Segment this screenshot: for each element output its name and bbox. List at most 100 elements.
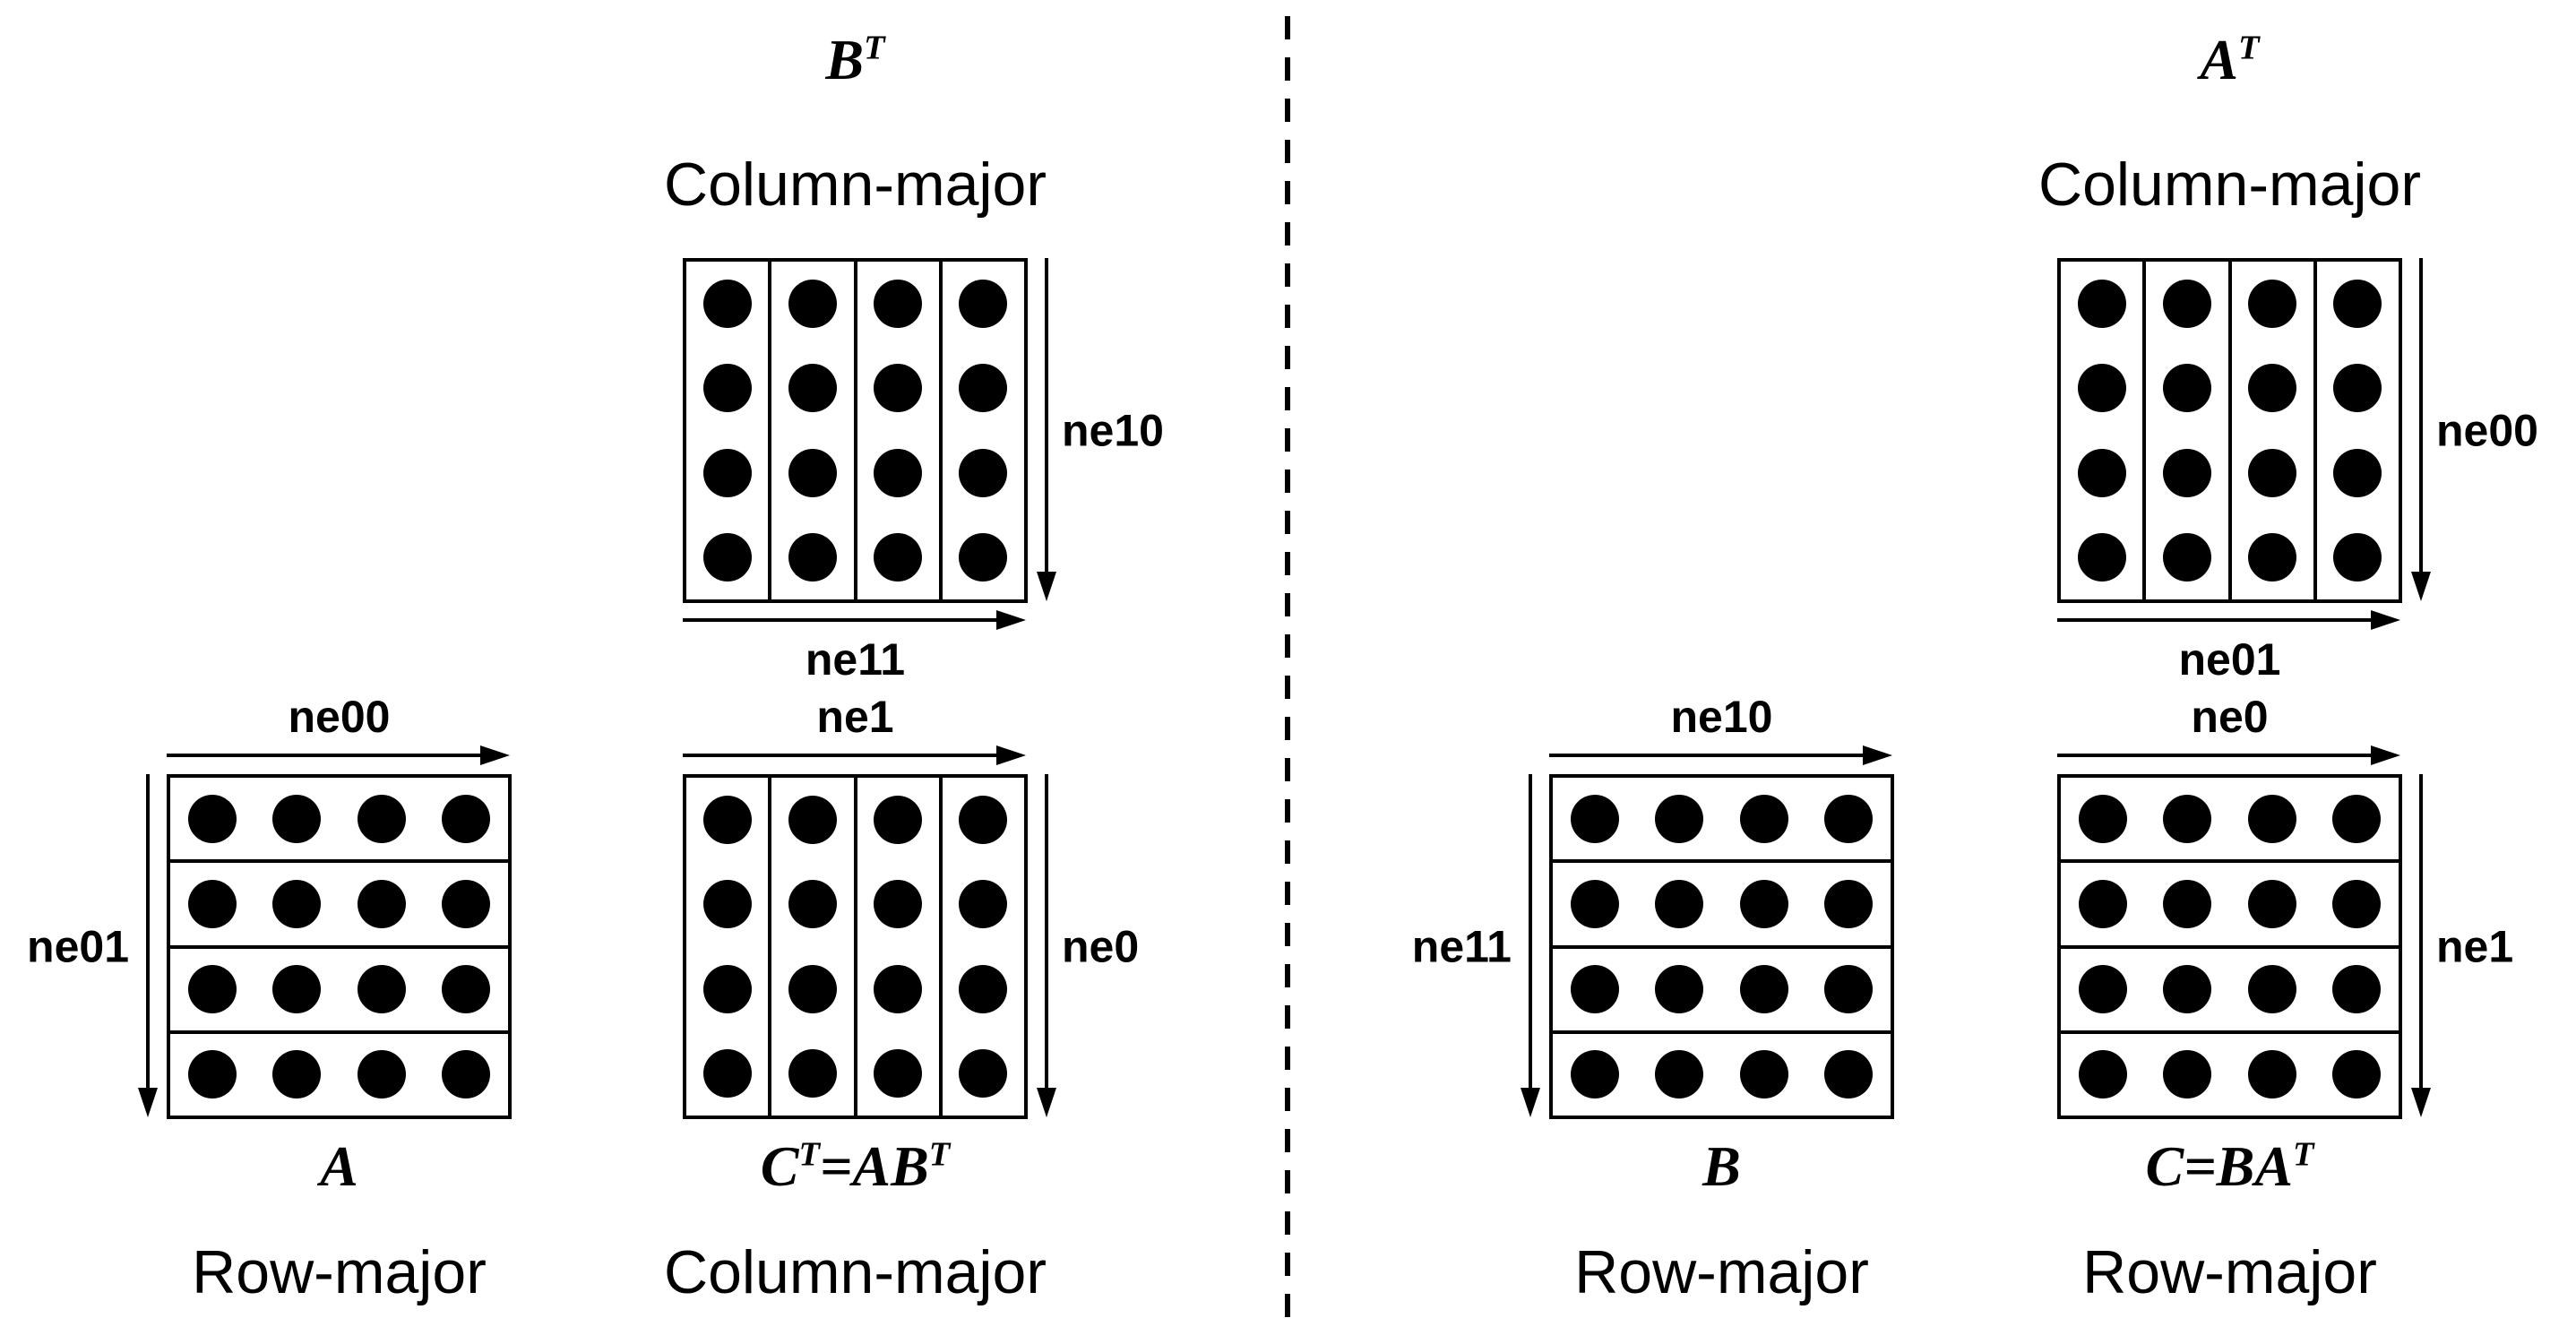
dim-label-ne11: ne11 [805, 634, 906, 685]
dot-icon [2077, 364, 2126, 413]
dot-icon [1655, 794, 1704, 843]
dot-icon [2077, 280, 2126, 329]
matrix-strip [2061, 778, 2399, 859]
dim-label-ne1: ne1 [2436, 921, 2514, 971]
matrix-strip [853, 262, 939, 599]
matrix-strip [2061, 944, 2399, 1030]
dot-icon [959, 448, 1008, 497]
matrix-strip [1553, 859, 1891, 944]
matrix-strip [170, 859, 508, 944]
dot-icon [788, 280, 837, 329]
dot-icon [2248, 364, 2297, 413]
dot-icon [357, 879, 406, 928]
dot-icon [788, 532, 837, 582]
dot-icon [272, 794, 322, 843]
dim-label-ne10: ne10 [1062, 405, 1164, 455]
arrow-right-icon [2057, 608, 2402, 632]
dot-icon [357, 1050, 406, 1099]
dot-icon [2079, 794, 2128, 843]
dot-icon [2079, 1050, 2128, 1099]
matrix-caption: B Row-major [1574, 1133, 1869, 1305]
dot-icon [272, 965, 322, 1014]
dot-icon [188, 965, 237, 1014]
dot-icon [959, 532, 1008, 582]
dot-icon [959, 796, 1008, 845]
matrix-math-label: C=BAT [2145, 1134, 2314, 1198]
matrix-strip [768, 262, 853, 599]
dot-icon [2163, 794, 2212, 843]
dot-icon [1571, 879, 1620, 928]
matrix-box [1549, 774, 1894, 1119]
matrix-box [2057, 774, 2402, 1119]
dim-label-ne01: ne01 [27, 921, 129, 971]
dot-icon [2079, 965, 2128, 1014]
dot-icon [959, 364, 1008, 413]
dot-icon [1571, 794, 1620, 843]
arrow-down-icon [2409, 774, 2433, 1119]
matrix-box [2057, 258, 2402, 603]
matrix-strip [1553, 944, 1891, 1030]
dot-icon [702, 1048, 752, 1098]
dot-icon [959, 880, 1008, 929]
arrow-right-icon [2057, 744, 2402, 767]
dot-icon [2331, 965, 2381, 1014]
dim-label-ne0: ne0 [1062, 921, 1140, 971]
arrow-down-icon [1519, 774, 1542, 1119]
matrix-strip [170, 778, 508, 859]
matrix-math-label: B [1702, 1134, 1741, 1198]
dot-icon [2162, 364, 2211, 413]
dot-icon [874, 1048, 923, 1098]
dot-icon [2247, 965, 2296, 1014]
matrix-strip [686, 778, 768, 1116]
dot-icon [2248, 280, 2297, 329]
dot-icon [2077, 532, 2126, 582]
arrow-down-icon [1035, 258, 1058, 603]
matrix-strip [1553, 1030, 1891, 1116]
dim-label-ne0: ne0 [2191, 692, 2269, 742]
matrix-layout-label: Row-major [1574, 1237, 1869, 1306]
dot-icon [702, 532, 752, 582]
matrix-strip [2227, 262, 2313, 599]
dot-icon [2247, 1050, 2296, 1099]
dot-icon [874, 964, 923, 1013]
matrix-layout-label: Column-major [664, 151, 1047, 220]
dot-icon [959, 280, 1008, 329]
dot-icon [874, 280, 923, 329]
matrix-strip [938, 262, 1024, 599]
dot-icon [441, 965, 490, 1014]
dot-icon [1823, 879, 1873, 928]
matrix-box [683, 258, 1028, 603]
arrow-down-icon [2409, 258, 2433, 603]
dot-icon [1739, 965, 1788, 1014]
matrix-strip [2061, 1030, 2399, 1116]
dot-icon [2163, 1050, 2212, 1099]
dot-icon [1655, 965, 1704, 1014]
dot-icon [874, 796, 923, 845]
dot-icon [1823, 965, 1873, 1014]
dot-icon [2248, 532, 2297, 582]
dot-icon [1655, 1050, 1704, 1099]
matrix-math-label: A [320, 1134, 358, 1198]
dot-icon [874, 532, 923, 582]
dot-icon [441, 1050, 490, 1099]
dot-icon [702, 280, 752, 329]
dot-icon [2247, 879, 2296, 928]
dot-icon [2247, 794, 2296, 843]
dot-icon [2333, 448, 2382, 497]
matrix-strip [170, 944, 508, 1030]
dim-label-ne00: ne00 [288, 692, 391, 742]
arrow-right-icon [1549, 744, 1894, 767]
matrix-math-label: AT [2200, 27, 2260, 91]
dot-icon [2248, 448, 2297, 497]
dot-icon [874, 880, 923, 929]
dot-icon [1739, 879, 1788, 928]
matrix-box [683, 774, 1028, 1119]
